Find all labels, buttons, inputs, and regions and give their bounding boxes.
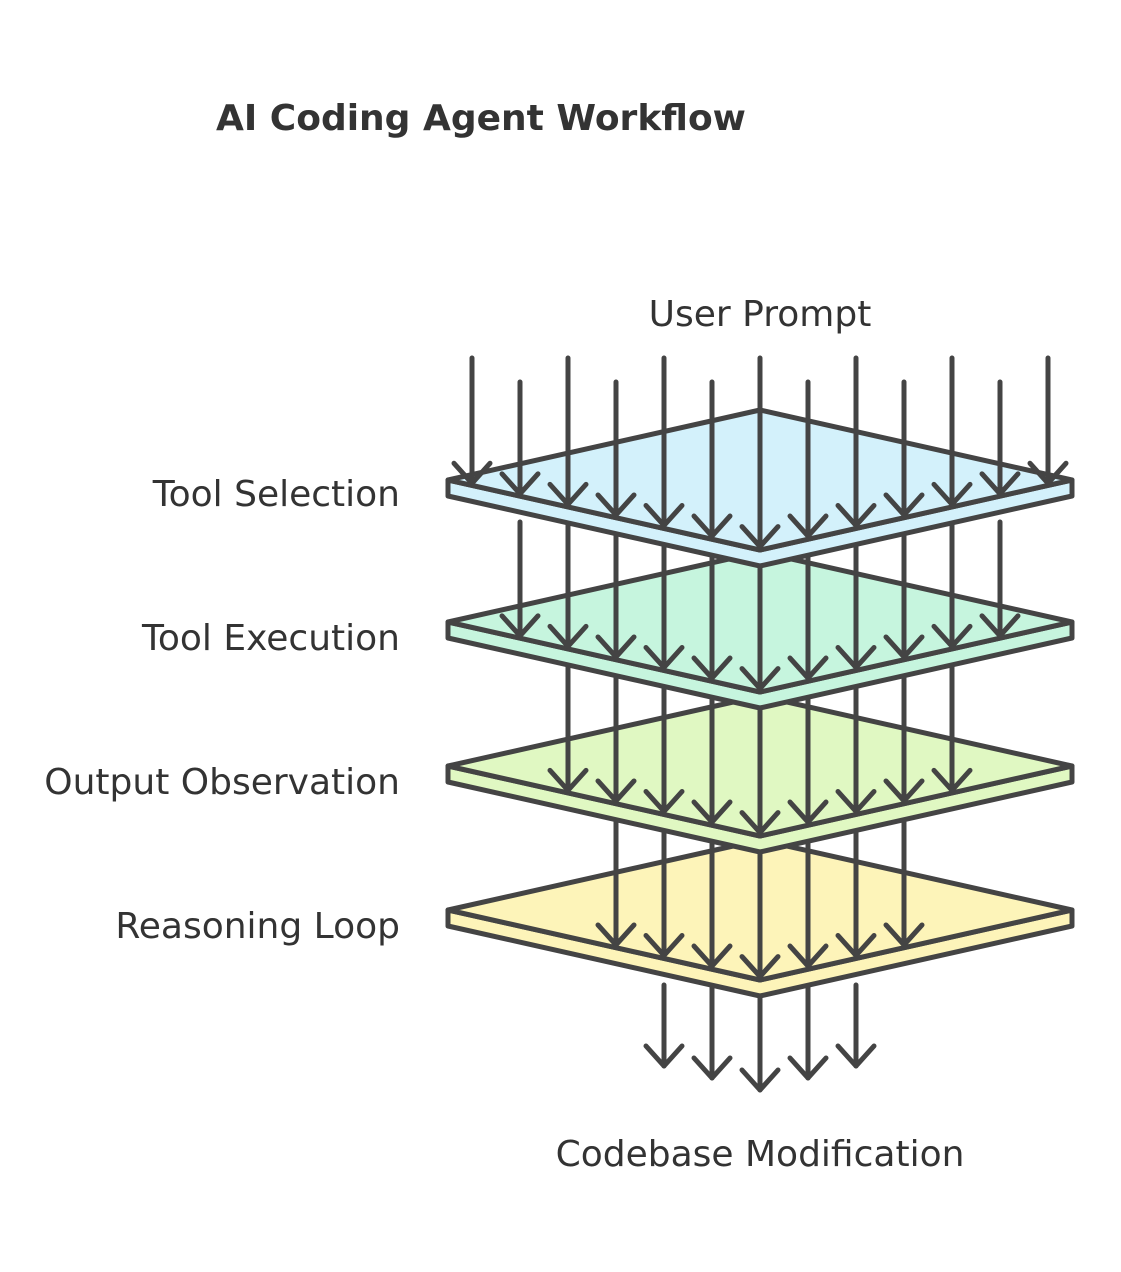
flow-arrow bbox=[883, 519, 925, 660]
flow-arrow bbox=[499, 519, 541, 639]
flow-arrow bbox=[979, 379, 1021, 497]
flow-arrow bbox=[595, 805, 637, 948]
flow-arrow bbox=[691, 379, 733, 539]
flow-arrow bbox=[883, 661, 925, 804]
flow-arrow bbox=[883, 379, 925, 518]
flow-arrow bbox=[595, 661, 637, 804]
flow-arrow bbox=[979, 519, 1021, 639]
flow-arrow bbox=[883, 805, 925, 948]
output-arrow bbox=[643, 982, 685, 1069]
flow-arrow bbox=[547, 355, 589, 507]
output-arrow bbox=[739, 982, 781, 1093]
flow-arrow bbox=[547, 519, 589, 649]
layer-label-tool-execution: Tool Execution bbox=[141, 618, 400, 659]
flow-arrow bbox=[547, 661, 589, 793]
flow-arrow bbox=[1027, 355, 1069, 486]
flow-arrow bbox=[931, 355, 973, 507]
flow-arrow bbox=[595, 379, 637, 518]
output-arrow bbox=[787, 982, 829, 1081]
layer-label-tool-selection: Tool Selection bbox=[152, 474, 400, 515]
flow-arrow bbox=[787, 379, 829, 539]
flow-arrow bbox=[835, 355, 877, 528]
flow-arrow bbox=[739, 355, 781, 550]
flow-arrow bbox=[595, 519, 637, 660]
layer-label-reasoning-loop: Reasoning Loop bbox=[115, 906, 400, 947]
input-label: User Prompt bbox=[648, 294, 872, 335]
output-arrow bbox=[835, 982, 877, 1069]
diagram-title: AI Coding Agent Workflow bbox=[216, 98, 746, 139]
flow-arrow bbox=[643, 355, 685, 528]
flow-arrow bbox=[451, 355, 493, 486]
flow-arrow bbox=[931, 661, 973, 793]
flow-arrow bbox=[931, 519, 973, 649]
flow-arrow bbox=[499, 379, 541, 497]
layer-label-output-observation: Output Observation bbox=[44, 762, 400, 803]
output-label: Codebase Modification bbox=[555, 1134, 965, 1175]
output-arrow bbox=[691, 982, 733, 1081]
